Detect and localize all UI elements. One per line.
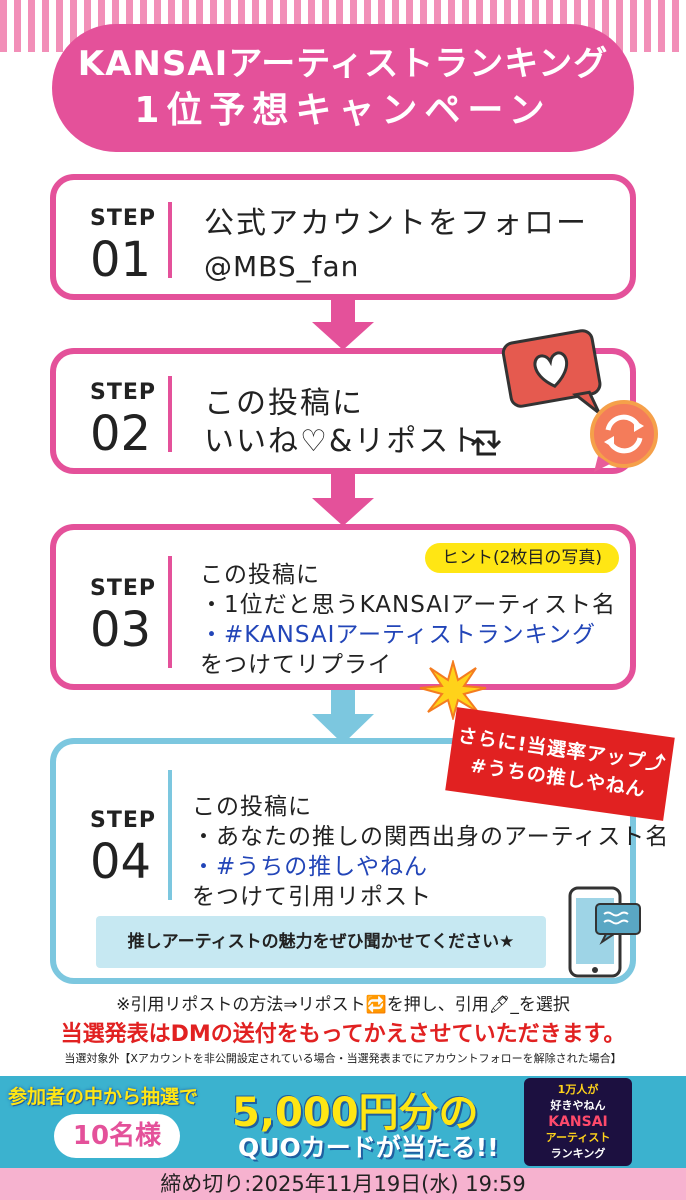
step-text-line: この投稿に [192,794,312,820]
burst-icon [419,660,487,720]
step-text-line: をつけて引用リポスト [192,884,432,910]
prize-banner: 参加者の中から抽選で 10名様 5,000円分の QUOカードが当たる!! 1万… [0,1076,686,1168]
prize-amount: 5,000円分の [232,1090,479,1136]
step-label: STEP [90,206,157,231]
repost-circle-icon [590,400,658,472]
logo-text: 1万人が [557,1083,599,1096]
exclusion-note: 当選対象外【Xアカウントを非公開設定されている場合・当選発表までにアカウントフォ… [64,1052,622,1065]
quote-method-note: ※引用リポストの方法⇒リポスト🔁を押し、引用🖊_を選択 [116,995,570,1015]
step-text-line: ・1位だと思うKANSAIアーティスト名 [200,592,617,618]
step-03-card: STEP 03 この投稿に ・1位だと思うKANSAIアーティスト名 ・#KAN… [50,524,636,690]
title-line-1: KANSAIアーティストランキング [77,44,609,84]
encouragement-ribbon: 推しアーティストの魅力をぜひ聞かせてください★ [96,916,546,968]
step-02-card: STEP 02 この投稿に いいね♡&リポスト [50,348,636,474]
hashtag-text: ・#KANSAIアーティストランキング [200,622,596,648]
step-label: STEP [90,576,157,601]
step-divider [168,376,172,452]
down-arrow-icon [312,300,374,350]
logo-text: アーティスト [545,1131,611,1144]
campaign-title: KANSAIアーティストランキング 1位予想キャンペーン [52,24,634,152]
step-text-line: @MBS_fan [204,250,360,283]
step-text-line: をつけてリプライ [200,652,392,678]
logo-text: 好きやねん [550,1099,606,1112]
step-divider [168,770,172,900]
show-logo: 1万人が 好きやねん KANSAI アーティスト ランキング [524,1078,632,1166]
step-divider [168,556,172,668]
lottery-text: 参加者の中から抽選で [8,1086,199,1108]
winner-count: 10名様 [54,1114,180,1158]
logo-text: ランキング [550,1147,606,1160]
step-number: 04 [90,834,152,890]
step-text-line: この投稿に [200,562,320,588]
step-text-line: 公式アカウントをフォロー [204,206,588,241]
step-divider [168,202,172,278]
step-number: 03 [90,602,152,658]
repost-icon [470,430,502,456]
step-label: STEP [90,808,157,833]
quo-card-text: QUOカードが当たる!! [238,1133,499,1162]
step-text-line: ・あなたの推しの関西出身のアーティスト名 [192,824,670,850]
heart-speech-bubble-icon [501,329,602,415]
down-arrow-icon [312,474,374,526]
step-label: STEP [90,380,157,405]
deadline-bar: 締め切り:2025年11月19日(水) 19:59 [0,1168,686,1200]
down-arrow-icon [312,690,374,744]
step-text-line: この投稿に [204,386,364,421]
announcement-note: 当選発表はDMの送付をもってかえさせていただきます。 [60,1022,626,1047]
title-line-2: 1位予想キャンペーン [134,90,552,131]
smartphone-icon [568,886,641,978]
step-number: 01 [90,232,152,288]
step-number: 02 [90,406,152,462]
hint-badge: ヒント(2枚目の写真) [425,543,619,573]
logo-text: KANSAI [548,1114,608,1130]
step-01-card: STEP 01 公式アカウントをフォロー @MBS_fan [50,174,636,300]
hashtag-text: ・#うちの推しやねん [192,854,429,880]
step-text-line: いいね♡&リポスト [204,424,483,459]
